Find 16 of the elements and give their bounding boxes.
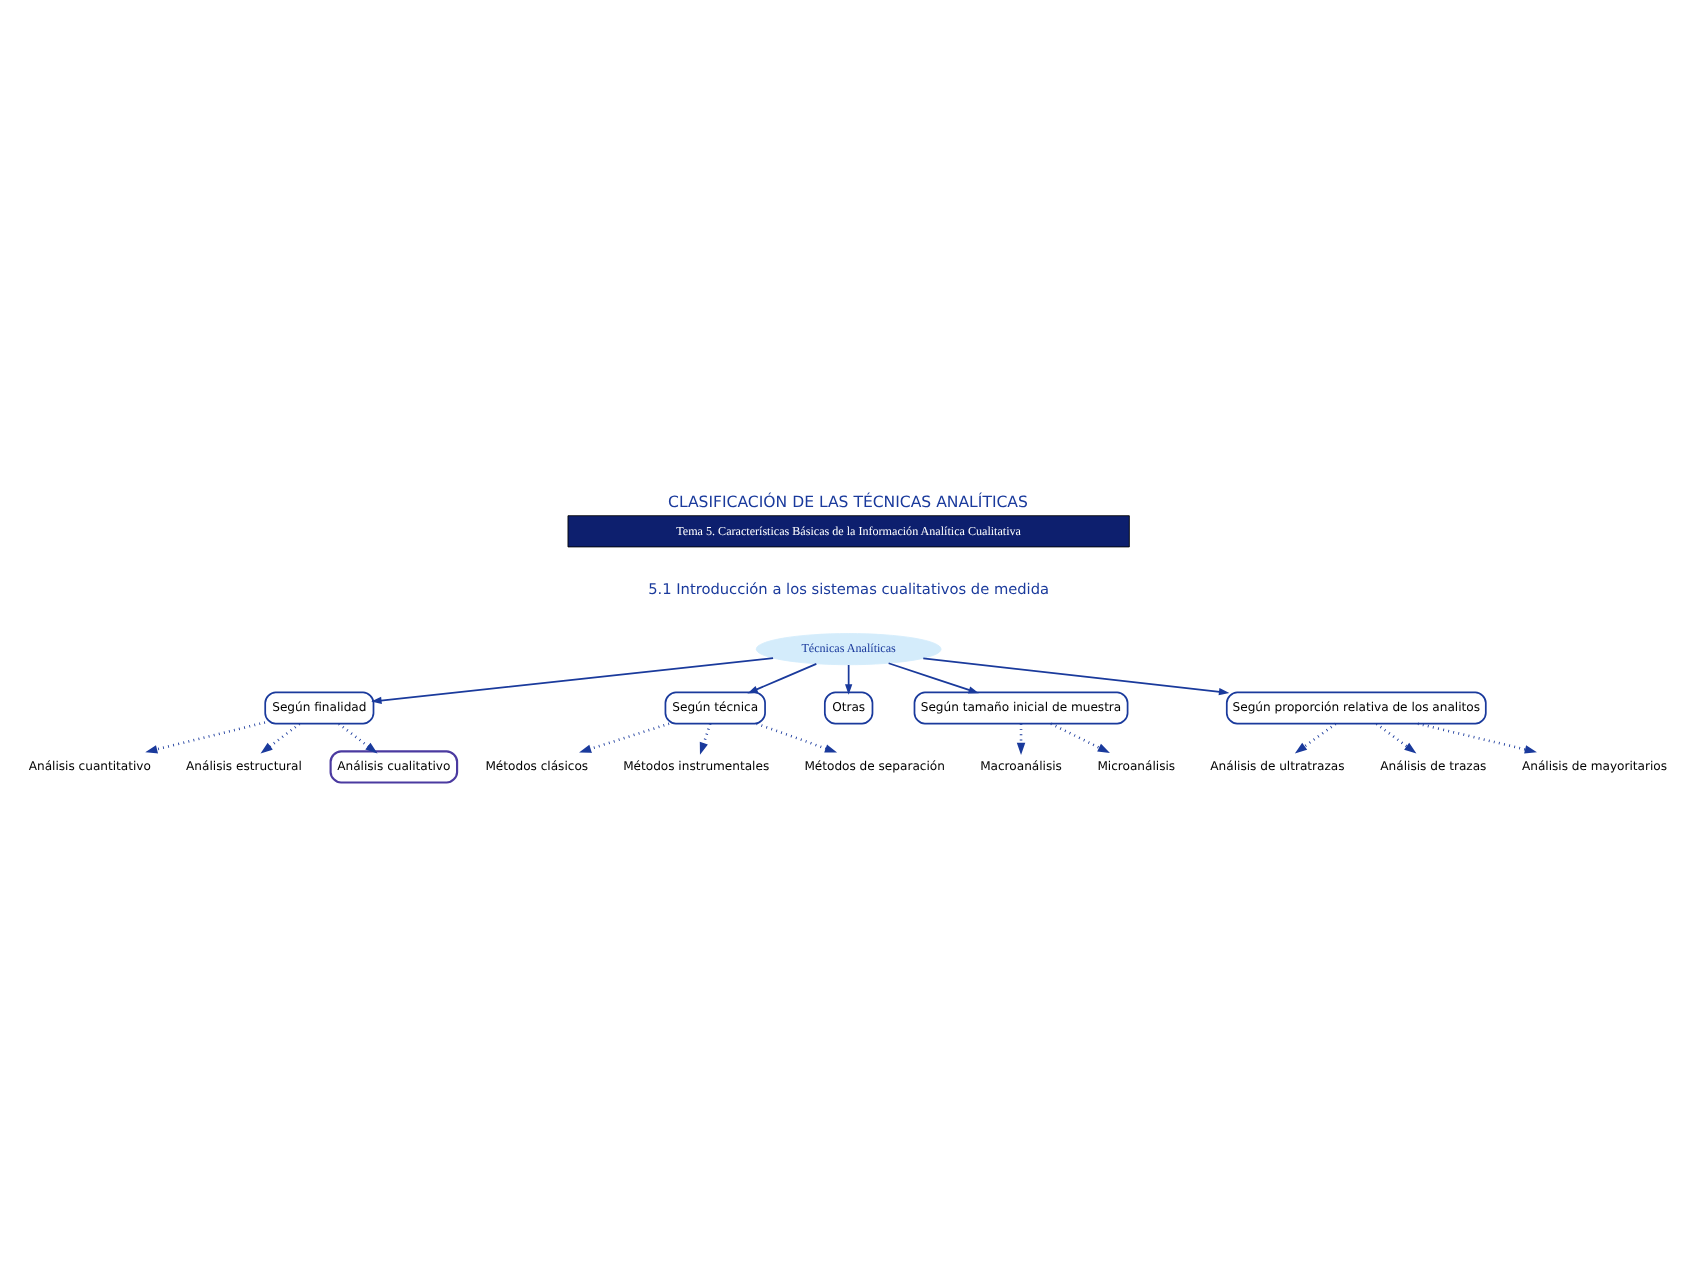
arrow xyxy=(1294,721,1337,753)
arrow xyxy=(1016,722,1026,754)
arrow xyxy=(922,656,1230,695)
arrow xyxy=(699,722,712,754)
arrow xyxy=(338,721,378,753)
arrow xyxy=(579,721,670,752)
arrow xyxy=(845,663,853,694)
arrow xyxy=(1050,721,1110,753)
arrow xyxy=(1417,721,1537,753)
arrow xyxy=(260,721,301,753)
arrow xyxy=(887,661,979,693)
arrow xyxy=(747,661,818,693)
arrow xyxy=(1375,721,1417,753)
arrow xyxy=(371,656,774,704)
arrow xyxy=(756,721,838,752)
arrow xyxy=(145,720,266,753)
